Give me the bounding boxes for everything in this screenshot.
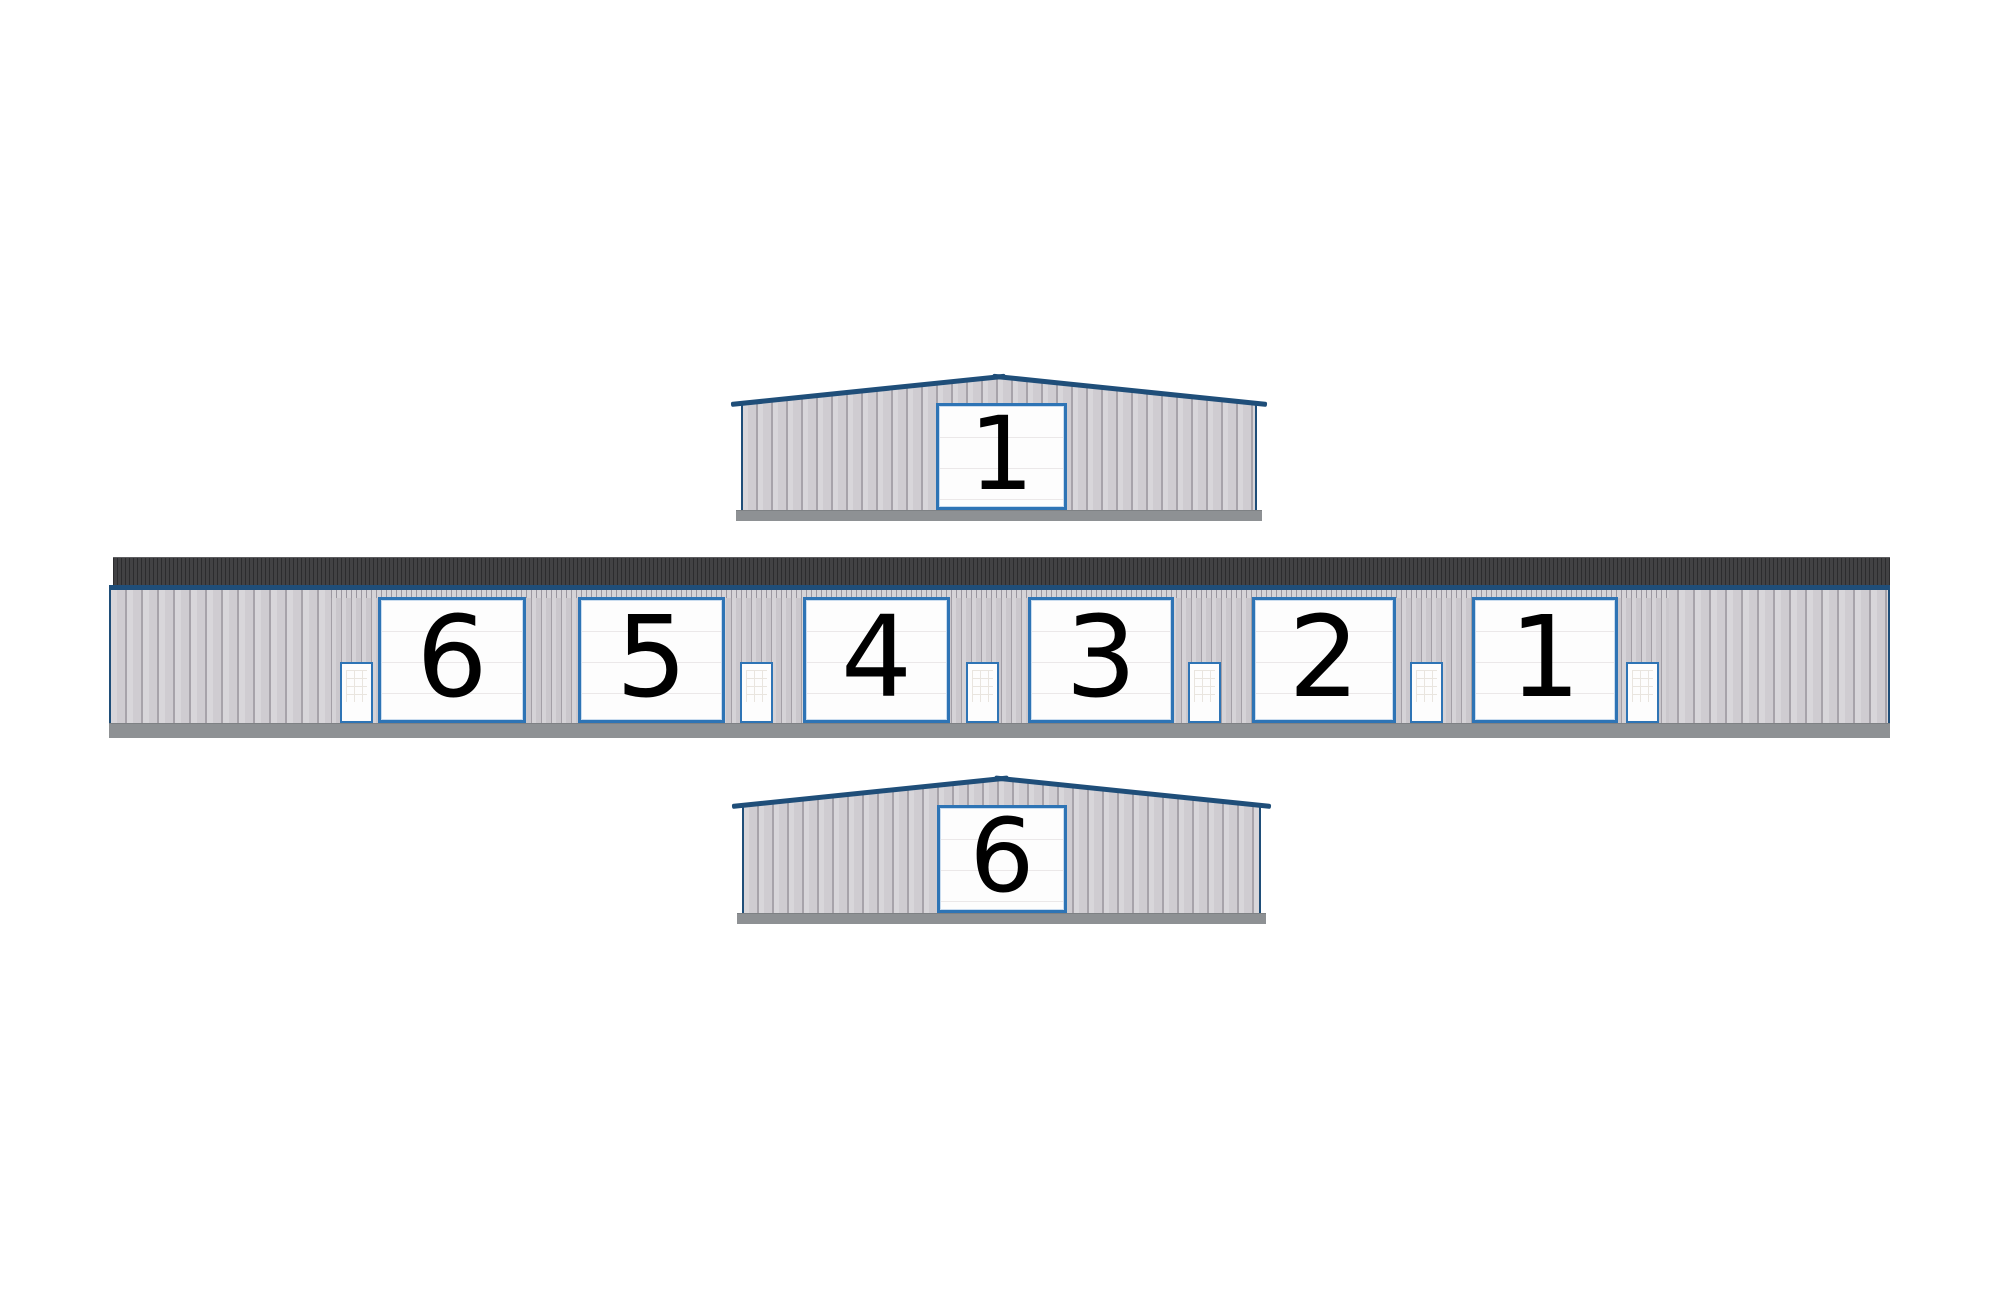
foundation-slab [109,723,1890,738]
unit-door-2: 2 [1252,597,1396,723]
door-bay-siding [331,590,1669,723]
door-label: 2 [1288,593,1360,723]
door-label: 1 [1509,593,1581,723]
door-label: 1 [969,394,1034,514]
foundation-slab [737,913,1266,924]
wall-corner-trim-right [1255,404,1257,510]
wall-corner-trim-left [741,404,743,510]
door-label: 5 [615,593,688,723]
end-elevation-top: 1 [730,372,1268,521]
man-door [1188,662,1221,723]
man-door-window [1632,670,1653,702]
eave-trim [109,585,1890,590]
wall-corner-trim-left [742,806,744,913]
wall-corner-trim-right [1888,590,1890,723]
man-door [1410,662,1443,723]
door-label: 3 [1065,593,1137,723]
man-door [1626,662,1659,723]
end-elevation-bottom: 6 [731,773,1272,924]
door-label: 4 [840,593,913,723]
man-door-window [746,670,767,702]
unit-door-4: 4 [803,597,950,723]
man-door [966,662,999,723]
door-label: 6 [416,593,488,723]
man-door-window [972,670,993,702]
man-door-window [1194,670,1215,702]
man-door [340,662,373,723]
unit-door-5: 5 [578,597,725,723]
wall-corner-trim-right [1259,806,1261,913]
door-header-panel [331,590,1669,598]
side-elevation: 6 5 4 3 2 1 [109,556,1891,738]
unit-door-3: 3 [1028,597,1174,723]
unit-door: 6 [937,805,1067,913]
unit-door: 1 [936,403,1067,510]
unit-door-1: 1 [1472,597,1618,723]
man-door-window [346,670,367,702]
door-label: 6 [969,797,1035,916]
man-door [740,662,773,723]
wall-corner-trim-left [109,590,111,723]
foundation-slab [736,510,1262,521]
man-door-window [1416,670,1437,702]
unit-door-6: 6 [378,597,526,723]
parapet-band [113,557,1890,586]
